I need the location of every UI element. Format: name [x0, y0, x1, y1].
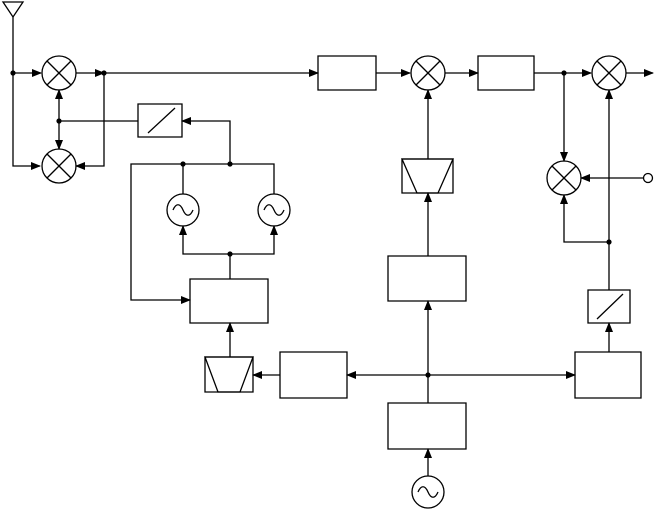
connector [76, 73, 104, 166]
block-upper-2 [478, 56, 534, 90]
mixer-icon [42, 56, 76, 90]
mixer-icon [411, 56, 445, 90]
connector [182, 121, 230, 164]
filter-icon [205, 357, 253, 392]
block-mid-center [388, 256, 466, 301]
connector [131, 164, 190, 300]
oscillator-icon [258, 194, 290, 226]
mixer-icon [42, 149, 76, 183]
mixer-icon [547, 161, 581, 195]
connector [183, 164, 274, 194]
phase-shifter-icon [138, 104, 182, 137]
connector [13, 73, 40, 166]
input-terminal-icon [644, 174, 653, 183]
phase-shifter-icon [588, 290, 630, 323]
connector [564, 195, 609, 242]
mixer-icon [592, 56, 626, 90]
filter-icon [402, 159, 453, 193]
block-bottom-center [388, 403, 466, 449]
block-upper-1 [318, 56, 376, 90]
block-lower-right [575, 352, 641, 398]
block-lower-left [280, 352, 347, 398]
oscillator-icon [412, 476, 444, 508]
connector [230, 226, 274, 254]
antenna-icon [3, 2, 23, 30]
connector [183, 226, 230, 254]
oscillator-icon [167, 194, 199, 226]
block-mid-left [190, 279, 268, 323]
